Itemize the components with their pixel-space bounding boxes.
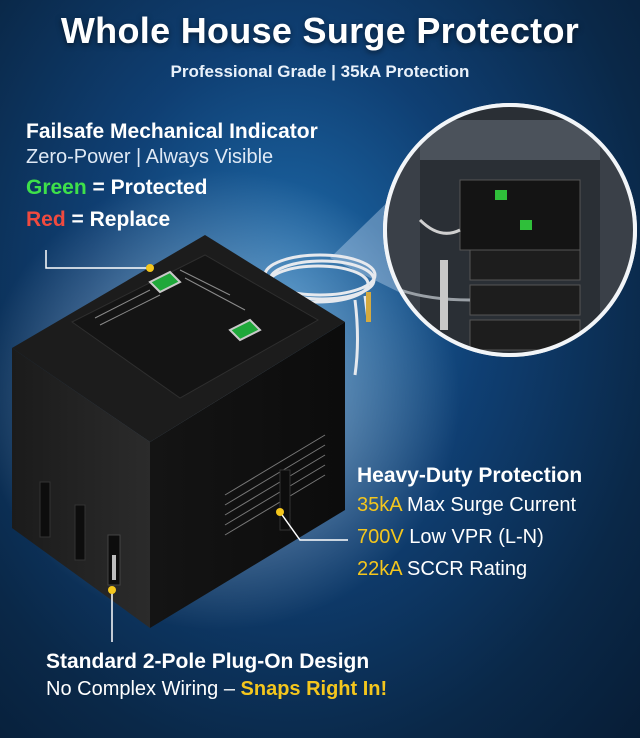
spec-label: SCCR Rating [401, 558, 528, 580]
spec-value: 700V [357, 526, 404, 548]
spec-value: 35kA [357, 494, 402, 516]
wire-terminal [366, 292, 371, 322]
spec-value: 22kA [357, 558, 402, 580]
plug-on-subtitle: No Complex Wiring – Snaps Right In! [46, 678, 387, 701]
spec-surge-current: 35kA Max Surge Current [357, 494, 576, 517]
plug-on-highlight: Snaps Right In! [240, 678, 388, 700]
spec-vpr: 700V Low VPR (L-N) [357, 526, 544, 549]
failsafe-green-line: Green = Protected [26, 176, 208, 200]
heavy-duty-title: Heavy-Duty Protection [357, 464, 583, 487]
callout-lines [45, 250, 348, 642]
plug-on-prefix: No Complex Wiring – [46, 678, 241, 700]
failsafe-red-line: Red = Replace [26, 208, 170, 232]
green-word: Green [26, 176, 87, 199]
callout-dot-indicator [146, 264, 154, 272]
callout-dot-label [276, 508, 284, 516]
plug-on-title: Standard 2-Pole Plug-On Design [46, 650, 370, 673]
callout-dot-prong [108, 586, 116, 594]
red-meaning: = Replace [65, 208, 171, 231]
page-title: Whole House Surge Protector [60, 10, 580, 51]
failsafe-title: Failsafe Mechanical Indicator [26, 120, 318, 143]
red-word: Red [26, 208, 66, 231]
green-meaning: = Protected [86, 176, 208, 199]
surge-protector-device [12, 235, 345, 628]
spec-label: Low VPR (L-N) [403, 526, 544, 548]
failsafe-subtitle: Zero-Power | Always Visible [26, 146, 274, 168]
page-subtitle: Professional Grade | 35kA Protection [170, 62, 470, 81]
spec-sccr: 22kA SCCR Rating [357, 558, 527, 581]
spec-label: Max Surge Current [401, 494, 576, 516]
